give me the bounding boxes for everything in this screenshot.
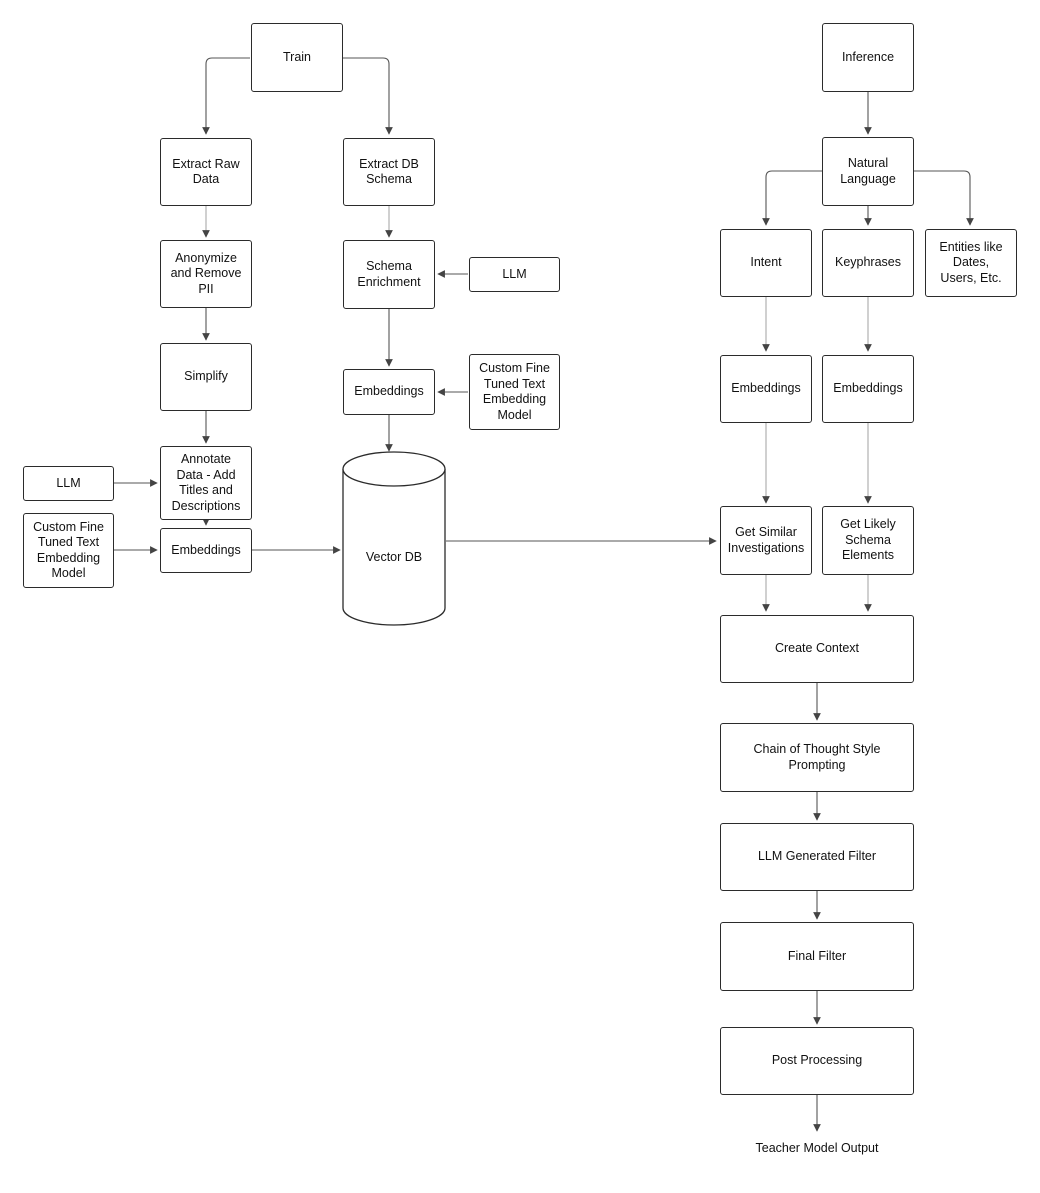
extract-db-schema-node: Extract DB Schema bbox=[343, 138, 435, 206]
llm-mid-node: LLM bbox=[469, 257, 560, 292]
embeddings-mid-node: Embeddings bbox=[343, 369, 435, 415]
train-node: Train bbox=[251, 23, 343, 92]
custom-embedding-model-left-node: Custom Fine Tuned Text Embedding Model bbox=[23, 513, 114, 588]
edge-natural-intent bbox=[762, 170, 822, 226]
vector-db-label: Vector DB bbox=[365, 549, 423, 564]
extract-raw-data-node: Extract Raw Data bbox=[160, 138, 252, 206]
get-likely-schema-node: Get Likely Schema Elements bbox=[822, 506, 914, 575]
edge-train-extract-raw bbox=[202, 57, 250, 135]
llm-generated-filter-node: LLM Generated Filter bbox=[720, 823, 914, 891]
llm-left-node: LLM bbox=[23, 466, 114, 501]
teacher-model-output-label: Teacher Model Output bbox=[755, 1141, 879, 1155]
embeddings-keyphrases-node: Embeddings bbox=[822, 355, 914, 423]
post-processing-node: Post Processing bbox=[720, 1027, 914, 1095]
embeddings-intent-node: Embeddings bbox=[720, 355, 812, 423]
natural-language-node: Natural Language bbox=[822, 137, 914, 206]
keyphrases-node: Keyphrases bbox=[822, 229, 914, 297]
schema-enrichment-node: Schema Enrichment bbox=[343, 240, 435, 309]
vector-db-cylinder bbox=[342, 451, 446, 626]
entities-node: Entities like Dates, Users, Etc. bbox=[925, 229, 1017, 297]
inference-node: Inference bbox=[822, 23, 914, 92]
create-context-node: Create Context bbox=[720, 615, 914, 683]
final-filter-node: Final Filter bbox=[720, 922, 914, 991]
chain-of-thought-node: Chain of Thought Style Prompting bbox=[720, 723, 914, 792]
simplify-node: Simplify bbox=[160, 343, 252, 411]
intent-node: Intent bbox=[720, 229, 812, 297]
custom-embedding-model-mid-node: Custom Fine Tuned Text Embedding Model bbox=[469, 354, 560, 430]
edge-natural-entities bbox=[914, 170, 974, 226]
anonymize-node: Anonymize and Remove PII bbox=[160, 240, 252, 308]
get-similar-investigations-node: Get Similar Investigations bbox=[720, 506, 812, 575]
annotate-data-node: Annotate Data - Add Titles and Descripti… bbox=[160, 446, 252, 520]
embeddings-left-node: Embeddings bbox=[160, 528, 252, 573]
edge-train-extract-schema bbox=[343, 57, 393, 135]
